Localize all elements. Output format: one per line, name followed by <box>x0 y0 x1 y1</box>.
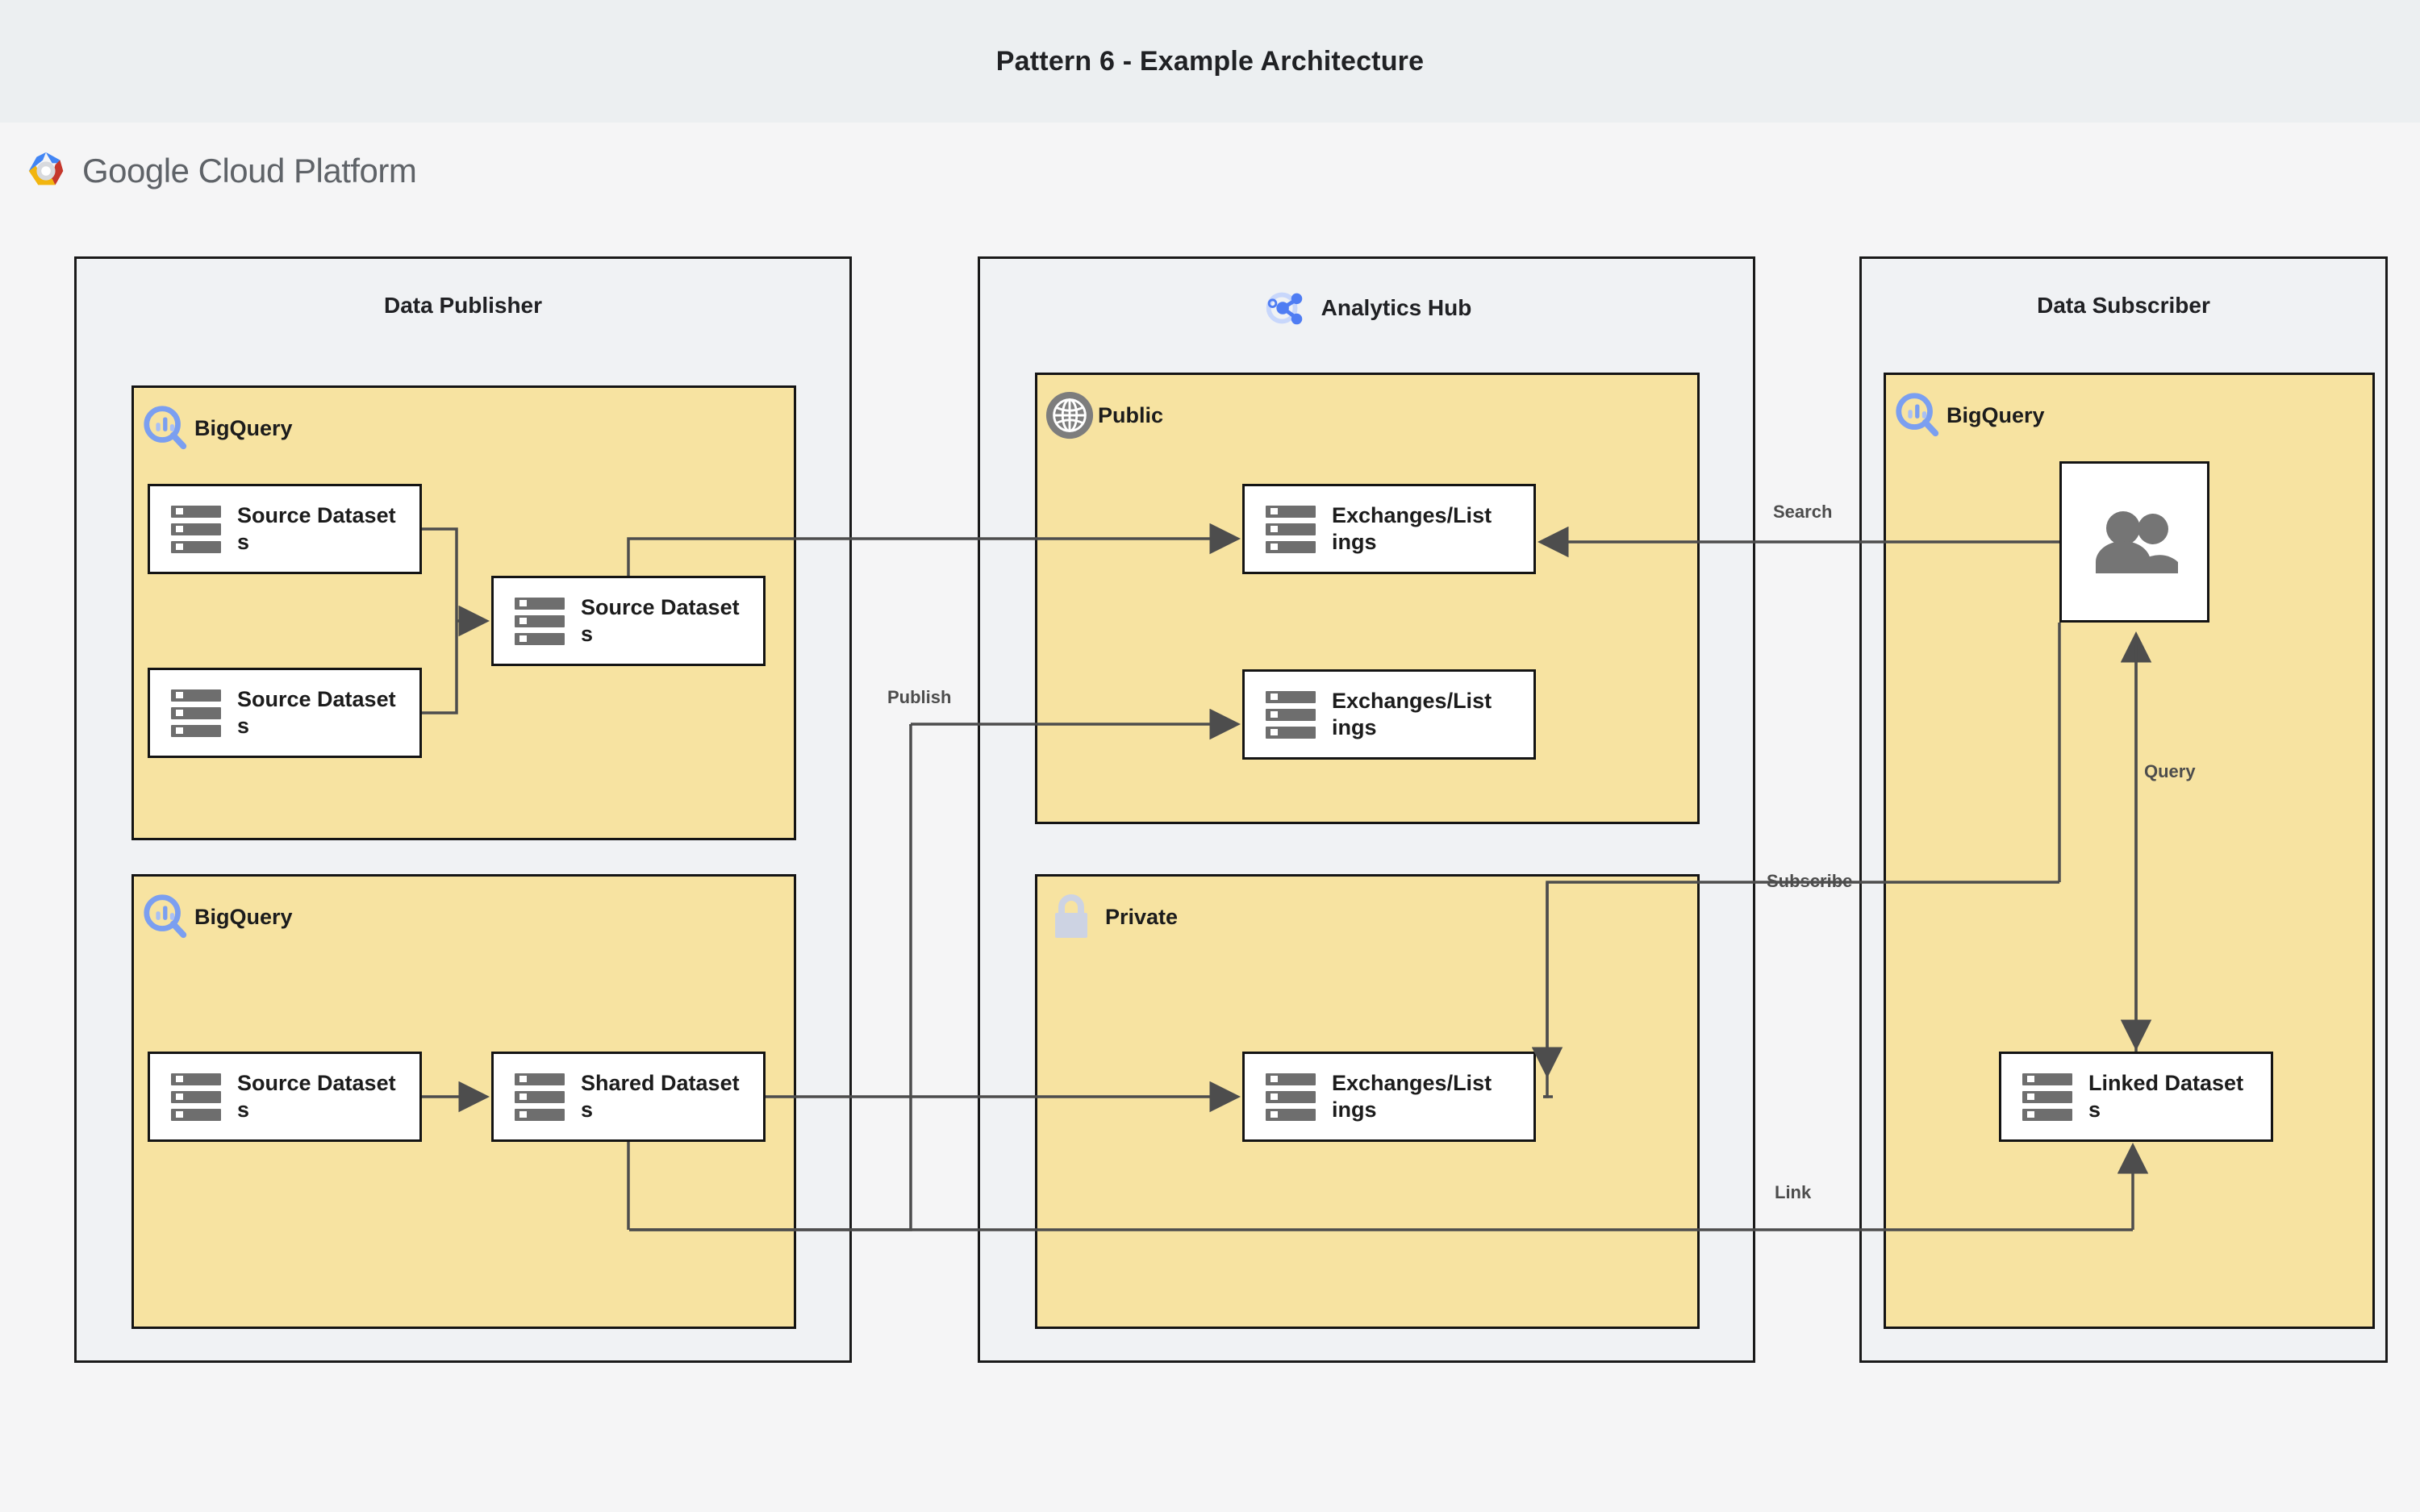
zone-title-data-subscriber: Data Subscriber <box>2037 293 2210 318</box>
datasets-icon <box>1266 504 1316 554</box>
title-band: Pattern 6 - Example Architecture <box>0 0 2420 123</box>
node-exchanges-listings-private[interactable]: Exchanges/Listings <box>1242 1052 1536 1142</box>
edge-label-query: Query <box>2144 761 2196 781</box>
zone-title-text: Analytics Hub <box>1321 295 1472 320</box>
group-label-subscriber-bigquery: BigQuery <box>1893 390 2045 440</box>
node-source-datasets-a[interactable]: Source Datasets <box>148 484 422 574</box>
node-label: Source Datasets <box>237 1071 396 1122</box>
group-label-text: BigQuery <box>1946 402 2045 427</box>
bigquery-icon <box>1893 390 1943 440</box>
node-label: Exchanges/Listings <box>1332 503 1492 554</box>
node-label: Source Datasets <box>581 595 740 646</box>
group-label-text: Private <box>1105 904 1179 929</box>
bigquery-icon <box>141 892 191 942</box>
datasets-icon <box>2022 1072 2072 1122</box>
node-source-datasets-merged[interactable]: Source Datasets <box>491 576 766 666</box>
google-cloud-platform-logo: Google Cloud Platform <box>24 149 417 193</box>
group-label-private: Private <box>1049 892 1178 942</box>
datasets-icon <box>1266 689 1316 739</box>
edge-label-subscribe: Subscribe <box>1767 871 1853 891</box>
zone-title-analytics-hub: Analytics Hub <box>980 285 1753 331</box>
zone-title-data-publisher: Data Publisher <box>383 293 543 318</box>
globe-icon <box>1045 390 1095 440</box>
gcp-hexagon-icon <box>24 149 68 193</box>
datasets-icon <box>171 504 221 554</box>
node-shared-datasets[interactable]: Shared Datasets <box>491 1052 766 1142</box>
edge-label-publish: Publish <box>887 687 952 707</box>
group-label-public: Public <box>1045 390 1163 440</box>
node-label: Exchanges/Listings <box>1332 1071 1492 1122</box>
node-exchanges-listings-public-2[interactable]: Exchanges/Listings <box>1242 669 1536 760</box>
node-source-datasets-lower[interactable]: Source Datasets <box>148 1052 422 1142</box>
group-label-text: BigQuery <box>194 415 293 440</box>
node-label: Linked Datasets <box>2088 1071 2244 1122</box>
datasets-icon <box>515 596 565 646</box>
gcp-word-google: Google <box>82 152 190 190</box>
page-title: Pattern 6 - Example Architecture <box>995 45 1425 77</box>
datasets-icon <box>171 1072 221 1122</box>
datasets-icon <box>1266 1072 1316 1122</box>
analytics-hub-icon <box>1262 285 1308 331</box>
datasets-icon <box>515 1072 565 1122</box>
node-source-datasets-b[interactable]: Source Datasets <box>148 668 422 758</box>
node-linked-datasets[interactable]: Linked Datasets <box>1999 1052 2273 1142</box>
edge-label-link: Link <box>1775 1182 1812 1202</box>
group-label-text: BigQuery <box>194 904 293 929</box>
lock-icon <box>1049 892 1094 942</box>
node-label: Exchanges/Listings <box>1332 689 1492 739</box>
gcp-wordmark: Google Cloud Platform <box>82 152 417 190</box>
gcp-word-cloud-platform: Cloud Platform <box>189 152 417 190</box>
node-exchanges-listings-public-1[interactable]: Exchanges/Listings <box>1242 484 1536 574</box>
group-label-publisher-bigquery-top: BigQuery <box>141 403 293 453</box>
group-label-text: Public <box>1098 402 1164 427</box>
bigquery-icon <box>141 403 191 453</box>
node-label: Shared Datasets <box>581 1071 740 1122</box>
edge-label-search: Search <box>1773 502 1833 522</box>
node-subscriber-users[interactable] <box>2059 461 2209 623</box>
users-icon <box>2089 507 2180 577</box>
group-label-publisher-bigquery-bottom: BigQuery <box>141 892 293 942</box>
node-label: Source Datasets <box>237 503 396 554</box>
datasets-icon <box>171 688 221 738</box>
node-label: Source Datasets <box>237 687 396 738</box>
